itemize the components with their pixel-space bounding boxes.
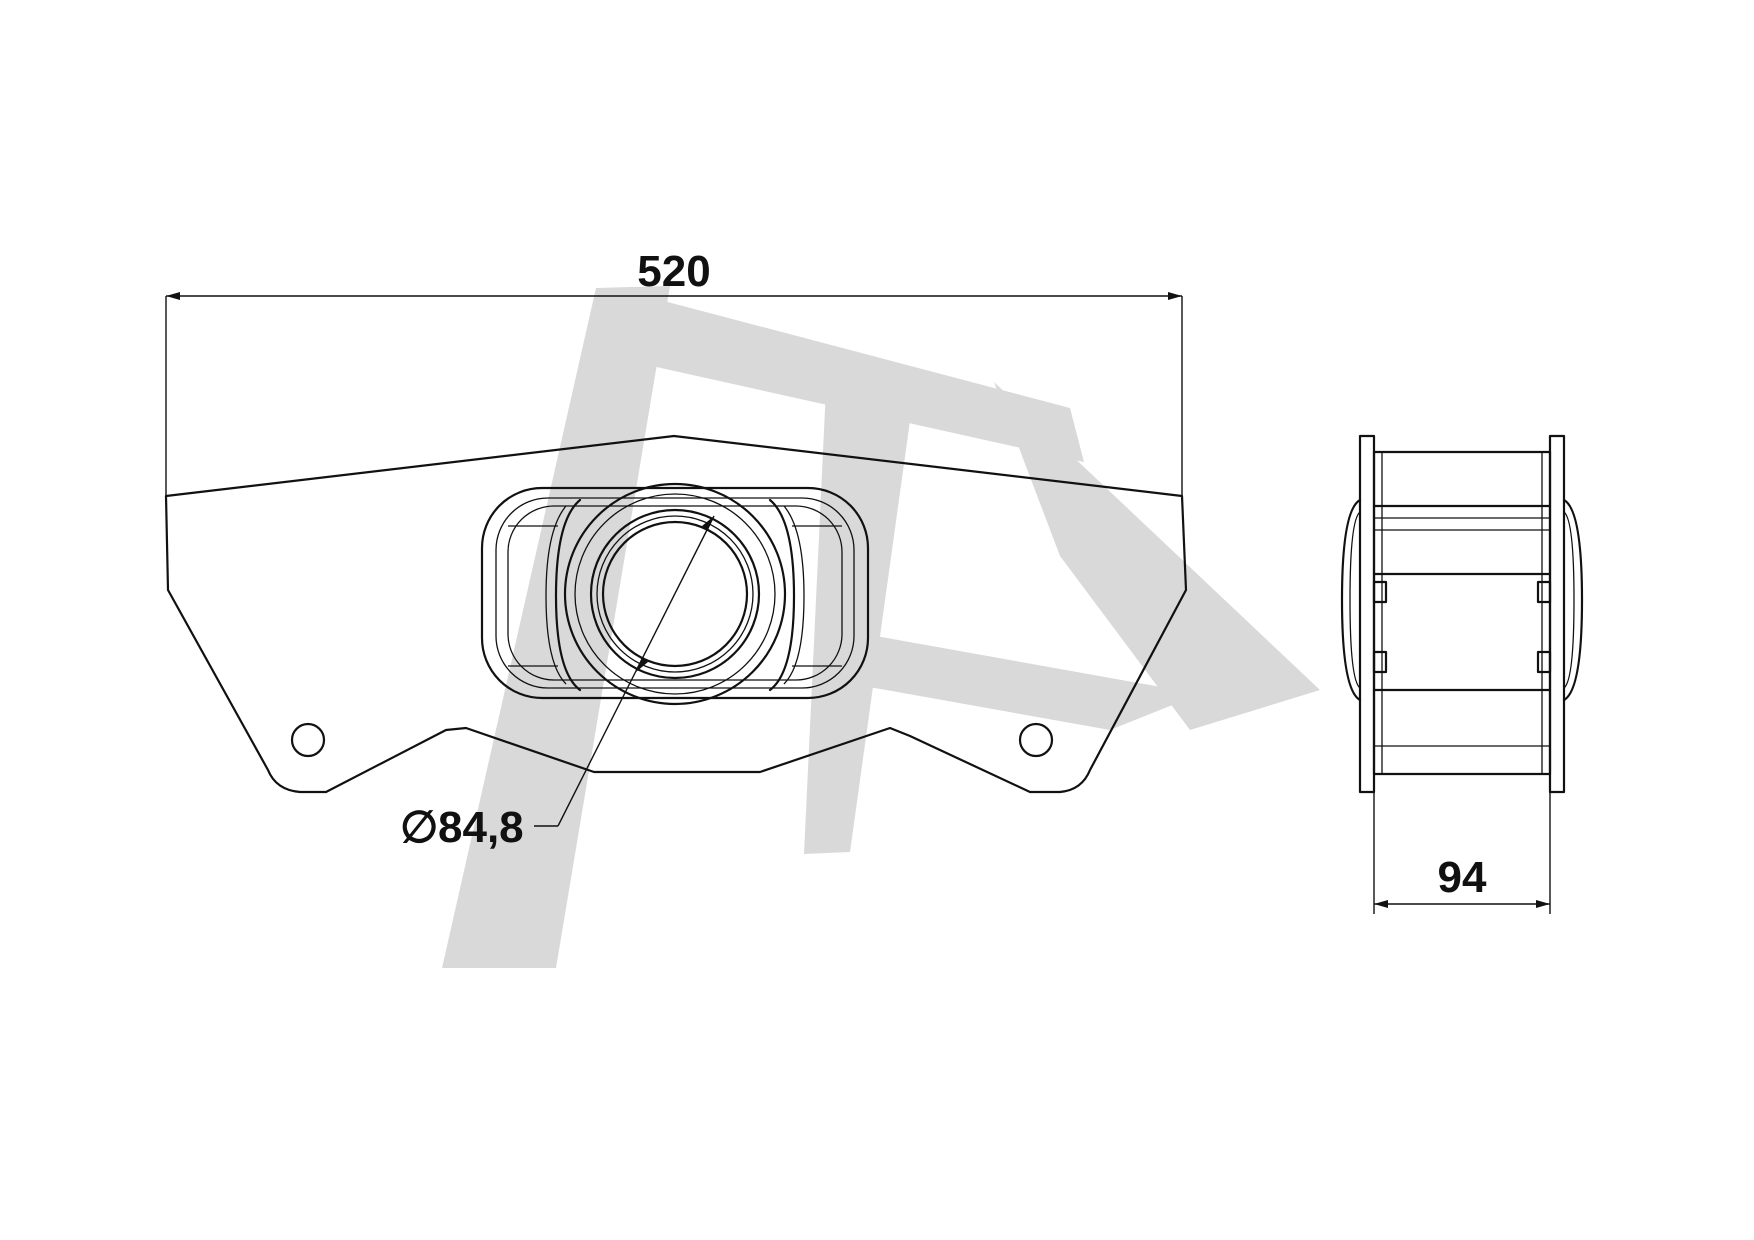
housing-inner-2 bbox=[507, 505, 843, 681]
bolt-left-lower bbox=[1372, 650, 1388, 674]
bore-inner bbox=[601, 520, 749, 668]
recess-right bbox=[768, 498, 796, 692]
recess-left-inner bbox=[545, 505, 567, 685]
dimension-520-label: 520 bbox=[637, 247, 710, 296]
bolt-right-upper bbox=[1536, 580, 1552, 604]
dimension-94-label: 94 bbox=[1438, 853, 1487, 902]
recess-right-inner bbox=[783, 505, 805, 685]
dimension-depth: 94 bbox=[1373, 792, 1551, 914]
mounting-hole-right bbox=[1018, 722, 1054, 758]
dimension-overall-width: 520 bbox=[165, 247, 1183, 496]
housing-outer bbox=[480, 486, 870, 700]
collar-mid bbox=[574, 493, 776, 695]
mounting-hole-left bbox=[290, 722, 326, 758]
collar-outer bbox=[563, 482, 787, 706]
dimension-bore-diameter: ∅ 84,8 bbox=[400, 515, 715, 852]
side-view bbox=[1340, 434, 1584, 794]
bore-ring bbox=[596, 515, 754, 673]
front-view bbox=[164, 434, 1188, 794]
bolt-right-lower bbox=[1536, 650, 1552, 674]
dimension-84-8-label: 84,8 bbox=[438, 803, 524, 852]
logo-watermark bbox=[442, 286, 1320, 968]
flange-left bbox=[1358, 434, 1376, 794]
diameter-symbol: ∅ bbox=[400, 803, 438, 852]
recess-left bbox=[554, 498, 582, 692]
bolt-left-upper bbox=[1372, 580, 1388, 604]
housing-inner bbox=[495, 497, 855, 689]
plate-outline bbox=[164, 434, 1188, 794]
bore-outer bbox=[589, 508, 761, 680]
side-body bbox=[1372, 450, 1552, 776]
flange-right bbox=[1548, 434, 1566, 794]
